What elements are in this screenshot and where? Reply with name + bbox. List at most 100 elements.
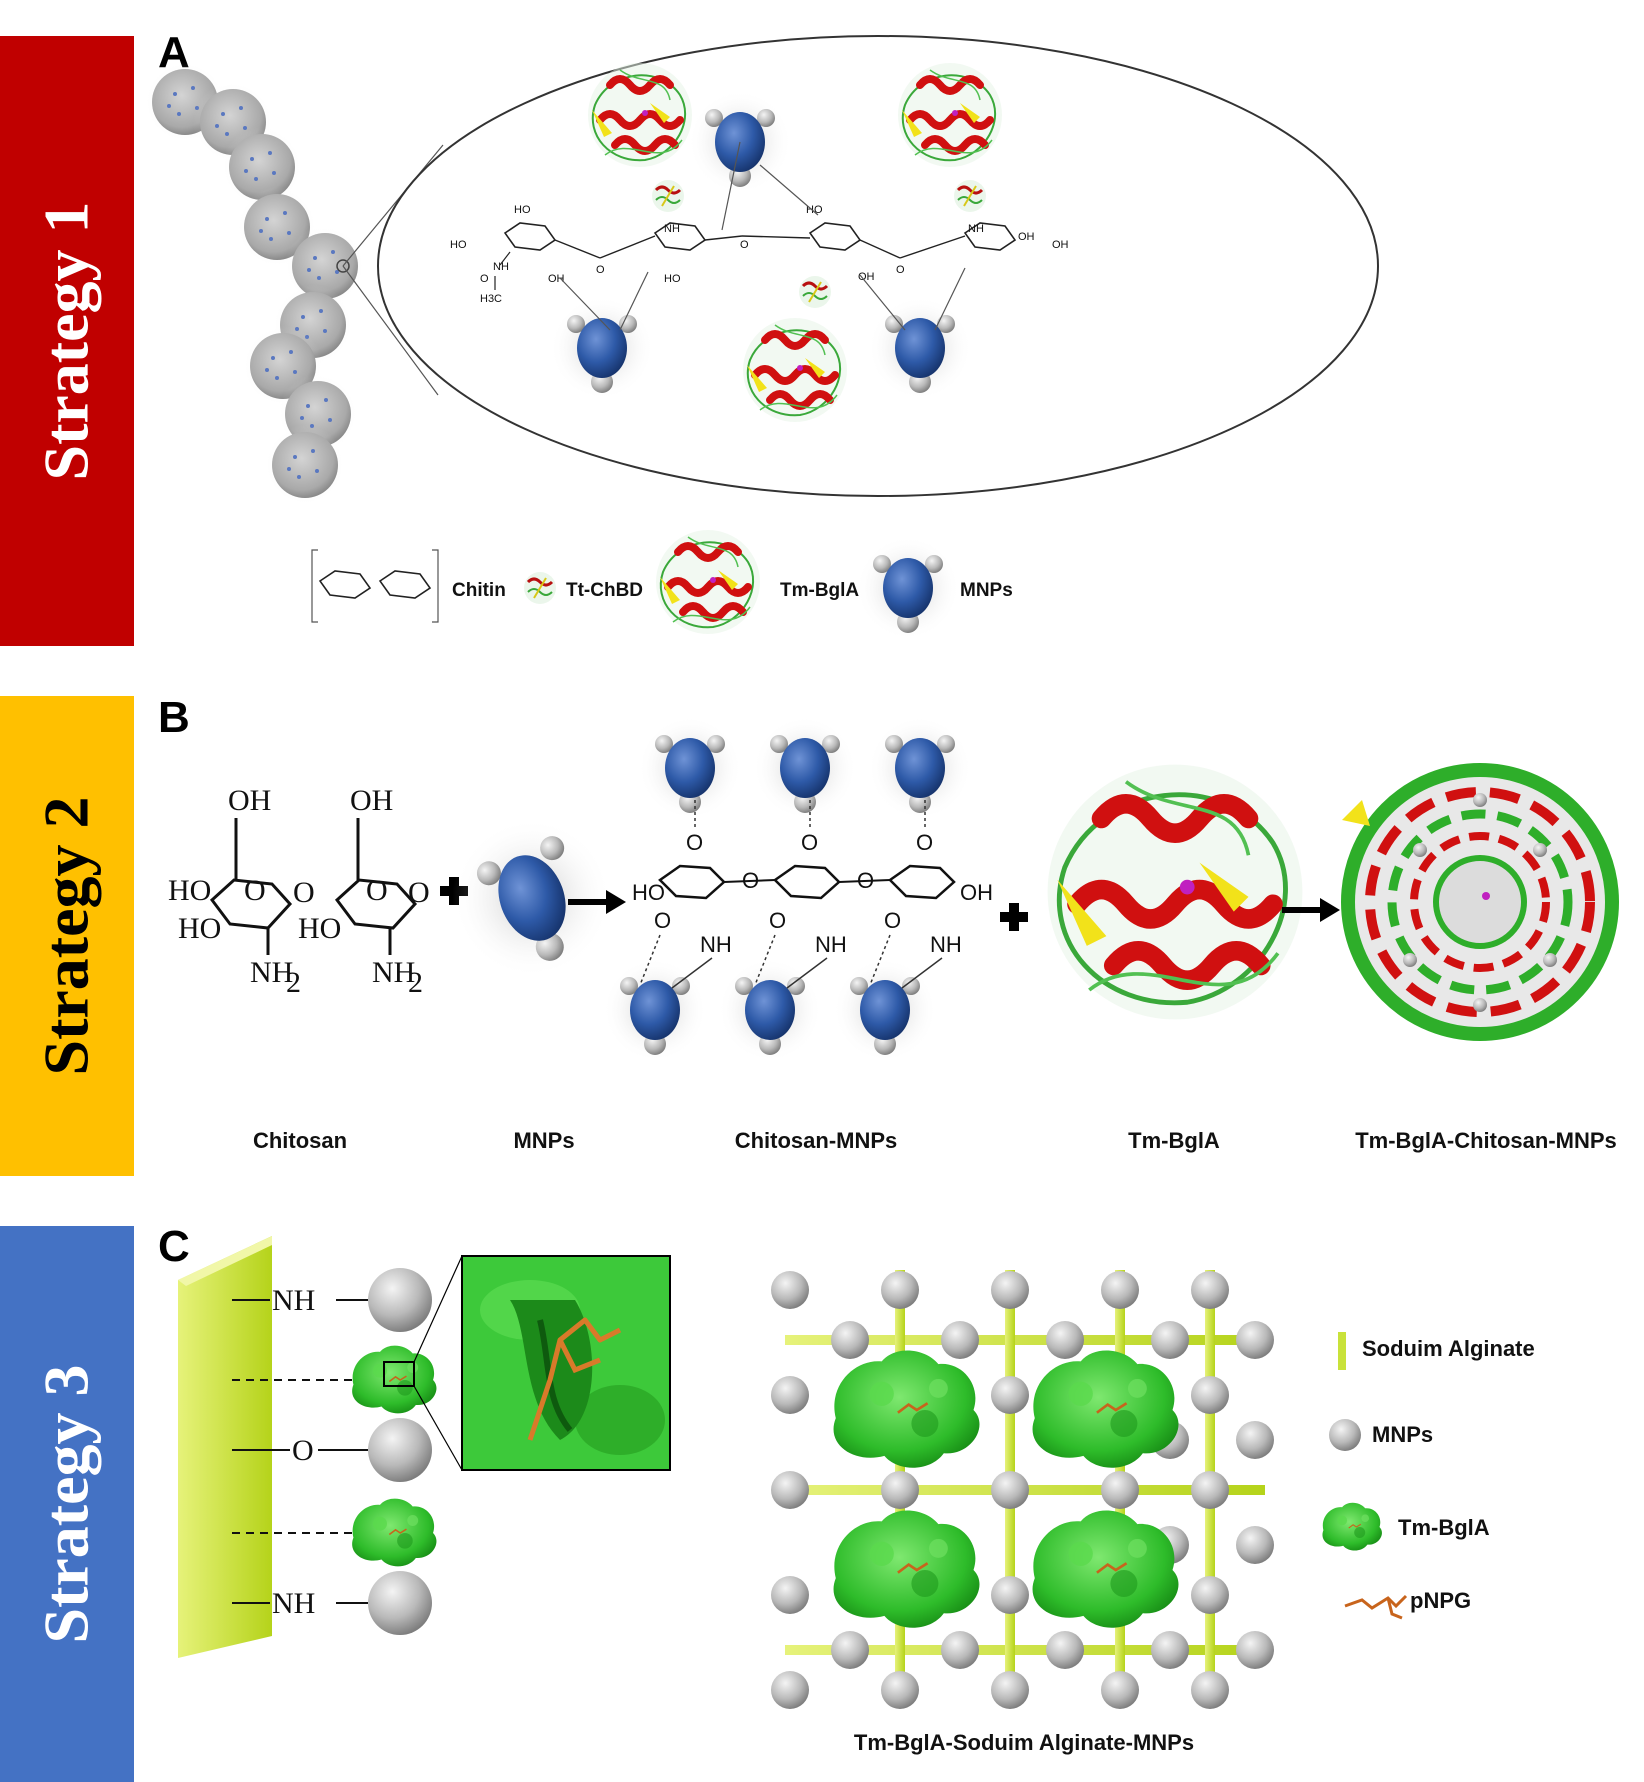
legend-a-bgla-icon (656, 530, 760, 634)
legend-c-bgla-icon (1321, 1502, 1383, 1552)
lattice-sphere (881, 1671, 919, 1709)
label-b-chitosan-mnps: Chitosan-MNPs (734, 1128, 898, 1153)
svg-text:O: O (742, 868, 759, 893)
strategy-3-band: Strategy 3 (0, 1226, 134, 1782)
legend-a-bgla-label: Tm-BglA (780, 580, 860, 601)
zoom-point (336, 259, 350, 273)
svg-text:OH: OH (960, 880, 993, 905)
svg-text:2: 2 (408, 966, 423, 999)
lattice-sphere (991, 1576, 1029, 1614)
lattice-spheres (771, 1271, 1274, 1709)
svg-text:O: O (480, 273, 489, 285)
lattice-sphere (1191, 1471, 1229, 1509)
lattice-sphere (991, 1376, 1029, 1414)
lattice-sphere (771, 1271, 809, 1309)
label-b-tm-bgla: Tm-BglA (1128, 1128, 1220, 1153)
label-b-composite: Tm-BglA-Chitosan-MNPs (1355, 1128, 1617, 1153)
svg-text:HO: HO (298, 912, 341, 945)
linker-lines-a (559, 141, 966, 331)
zoom-line-bottom (342, 265, 439, 396)
svg-text:NH: NH (493, 261, 509, 273)
svg-text:OH: OH (350, 784, 393, 817)
lattice-sphere (771, 1376, 809, 1414)
svg-text:HO: HO (178, 912, 221, 945)
panel-letter-b: B (158, 693, 190, 742)
svg-text:NH: NH (815, 932, 847, 957)
svg-text:O: O (293, 876, 315, 909)
arrow-1 (568, 890, 626, 914)
svg-text:O: O (654, 908, 671, 933)
chitosan-mnps: HO OH O O O O O O O O NH NH NH (603, 716, 993, 1062)
svg-text:NH: NH (272, 1284, 315, 1317)
legend-a-chitin-icon (311, 549, 439, 623)
lattice-sphere (1151, 1631, 1189, 1669)
svg-text:OH: OH (228, 784, 271, 817)
lattice-sphere (1101, 1671, 1139, 1709)
svg-text:HO: HO (632, 880, 665, 905)
lattice-sphere (1236, 1321, 1274, 1359)
svg-text:HO: HO (806, 204, 823, 216)
legend-a-chitin-label: Chitin (452, 580, 506, 601)
strategy-1-band: Strategy 1 (0, 36, 134, 646)
svg-text:OH: OH (1018, 231, 1035, 243)
lattice-sphere (881, 1471, 919, 1509)
svg-text:HO: HO (664, 273, 681, 285)
label-b-mnps: MNPs (513, 1128, 575, 1153)
chitin-chain (145, 62, 365, 505)
zoom-line-c-top (413, 1255, 463, 1363)
svg-text:2: 2 (286, 966, 301, 999)
legend-a-chbd-label: Tt-ChBD (566, 580, 644, 601)
chitosan-structure: OH OH HO HO HO O O O O NH 2 NH 2 (168, 784, 430, 999)
lattice-sphere (1236, 1526, 1274, 1564)
lattice-sphere (1101, 1271, 1139, 1309)
svg-text:O: O (857, 868, 874, 893)
svg-text:H3C: H3C (480, 293, 502, 305)
lattice-sphere (1046, 1321, 1084, 1359)
lattice-sphere (1191, 1376, 1229, 1414)
lattice-sphere (1101, 1471, 1139, 1509)
lattice-sphere (1236, 1631, 1274, 1669)
lattice-sphere (1236, 1421, 1274, 1459)
label-b-chitosan: Chitosan (252, 1128, 348, 1153)
legend-c-bgla-label: Tm-BglA (1398, 1515, 1490, 1540)
lattice-sphere (1151, 1321, 1189, 1359)
svg-text:NH: NH (700, 932, 732, 957)
lattice-sphere (1191, 1271, 1229, 1309)
svg-text:OH: OH (858, 271, 875, 283)
chitin-structure: O O O HO OH OH OH OH HO HO HO NH NH NH O… (450, 204, 1069, 305)
legend-c-alginate-label: Soduim Alginate (1362, 1336, 1535, 1361)
svg-text:O: O (916, 830, 933, 855)
svg-text:O: O (884, 908, 901, 933)
svg-text:NH: NH (250, 956, 293, 989)
lattice-sphere (991, 1271, 1029, 1309)
legend-c-mnp-label: MNPs (1372, 1422, 1434, 1447)
svg-text:O: O (686, 830, 703, 855)
svg-text:OH: OH (1052, 239, 1069, 251)
lattice-sphere (831, 1321, 869, 1359)
lattice-sphere (1191, 1671, 1229, 1709)
lattice-sphere (991, 1471, 1029, 1509)
legend-c-pnpg-icon (1344, 1594, 1408, 1620)
panel-letter-c: C (158, 1222, 190, 1271)
lattice-sphere (771, 1576, 809, 1614)
svg-text:HO: HO (514, 204, 531, 216)
zoom-ellipse (377, 35, 1379, 497)
lattice-sphere (831, 1631, 869, 1669)
svg-text:O: O (896, 264, 905, 276)
svg-text:HO: HO (450, 239, 467, 251)
svg-text:NH: NH (372, 956, 415, 989)
svg-text:O: O (292, 1434, 314, 1467)
legend-c-mnp-icon (1329, 1419, 1361, 1451)
strategy-2-band: Strategy 2 (0, 696, 134, 1176)
tm-bgla-chitosan-mnps (1341, 763, 1619, 1041)
lattice-sphere (941, 1321, 979, 1359)
lattice-sphere (1191, 1576, 1229, 1614)
svg-text:NH: NH (272, 1587, 315, 1620)
zoom-box-c (383, 1361, 415, 1387)
legend-c-pnpg-label: pNPG (1410, 1588, 1472, 1613)
svg-text:O: O (740, 239, 749, 251)
svg-text:NH: NH (664, 223, 680, 235)
svg-text:O: O (801, 830, 818, 855)
svg-text:O: O (769, 908, 786, 933)
